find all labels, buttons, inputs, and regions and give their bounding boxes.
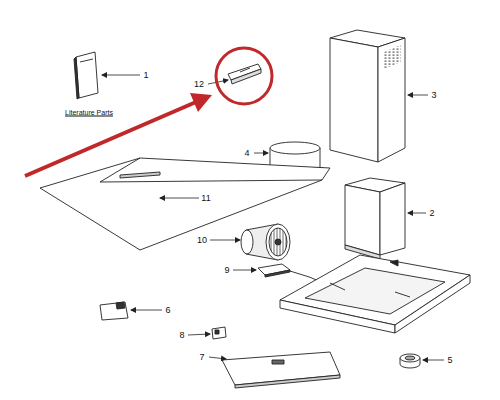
- callout-number: 4: [244, 148, 249, 159]
- callout-number: 5: [447, 355, 452, 366]
- hood-body: [280, 255, 470, 333]
- callout-number: 6: [165, 305, 170, 316]
- callout-number: 9: [224, 265, 229, 276]
- grease-filter: [222, 352, 340, 388]
- callout-number: 7: [199, 352, 204, 363]
- leader-lines: [102, 75, 444, 360]
- callout-number: 2: [429, 208, 434, 219]
- switch: [212, 327, 226, 339]
- callout-number: 10: [197, 235, 207, 246]
- callout-number: 1: [143, 70, 148, 81]
- literature-booklet: [74, 52, 98, 99]
- upper-chimney: [330, 30, 405, 162]
- literature-label: Literature Parts: [65, 107, 113, 118]
- light-fixture: [100, 302, 128, 320]
- mounting-bracket: [228, 64, 261, 84]
- lower-chimney: [345, 178, 405, 259]
- bulb: [400, 354, 420, 368]
- callout-number: 8: [179, 330, 184, 341]
- motor: [241, 224, 290, 260]
- red-highlight: [25, 48, 272, 176]
- callout-number: 12: [194, 79, 204, 90]
- callout-number: 3: [431, 90, 436, 101]
- callout-number: 11: [201, 193, 210, 204]
